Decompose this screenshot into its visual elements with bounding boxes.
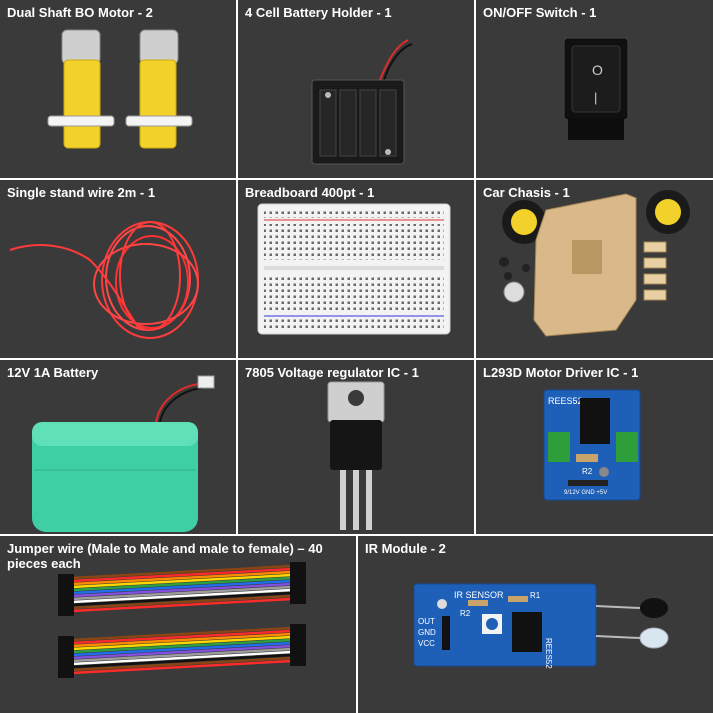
tile-motor-driver: L293D Motor Driver IC - 1 REES52 R2 9/12… (476, 360, 713, 534)
driver-power-text: 9/12V GND +5V (564, 490, 607, 496)
switch-off-symbol: | (594, 90, 597, 105)
tile-chassis: Car Chasis - 1 (476, 180, 713, 358)
tile-label: 7805 Voltage regulator IC - 1 (245, 365, 419, 380)
tile-wire: Single stand wire 2m - 1 (0, 180, 236, 358)
battery-pack-image (32, 375, 215, 532)
tile-label: Dual Shaft BO Motor - 2 (7, 5, 153, 20)
driver-r2-text: R2 (582, 467, 593, 476)
ir-title-text: IR SENSOR (454, 590, 504, 600)
tile-label: ON/OFF Switch - 1 (483, 5, 597, 20)
ir-pin-out: OUT (418, 617, 435, 626)
battery-holder-image (311, 39, 413, 165)
ir-r1-text: R1 (530, 591, 541, 600)
tile-label: Jumper wire (Male to Male and male to fe… (7, 541, 323, 571)
regulator-image (327, 381, 385, 530)
tile-battery: 12V 1A Battery (0, 360, 236, 534)
motor-left (47, 29, 115, 149)
motor-right (125, 29, 193, 149)
tile-label: 4 Cell Battery Holder - 1 (245, 5, 392, 20)
tile-label: IR Module - 2 (365, 541, 446, 556)
tile-ir-module: IR Module - 2 IR SENSOR R1 R2 REES52 OUT… (358, 536, 713, 713)
tile-label: 12V 1A Battery (7, 365, 99, 380)
breadboard-image (257, 203, 451, 335)
tile-breadboard: Breadboard 400pt - 1 (238, 180, 474, 358)
tile-switch: ON/OFF Switch - 1 O | (476, 0, 713, 178)
ir-pin-vcc: VCC (418, 639, 435, 648)
tile-battery-holder: 4 Cell Battery Holder - 1 (238, 0, 474, 178)
ir-module-image: IR SENSOR R1 R2 REES52 OUT GND VCC (413, 583, 669, 669)
bo-motor-image (47, 29, 193, 149)
ir-r2-text: R2 (460, 609, 471, 618)
motor-driver-image: REES52 R2 9/12V GND +5V (543, 389, 641, 501)
switch-on-symbol: O (592, 62, 603, 78)
ir-pin-gnd: GND (418, 628, 436, 637)
tile-regulator: 7805 Voltage regulator IC - 1 (238, 360, 474, 534)
tile-label: Breadboard 400pt - 1 (245, 185, 375, 200)
switch-image: O | (563, 37, 629, 140)
tile-label: L293D Motor Driver IC - 1 (483, 365, 639, 380)
tile-label: Car Chasis - 1 (483, 185, 570, 200)
tile-label: Single stand wire 2m - 1 (7, 185, 156, 200)
wire-coil-image (9, 221, 199, 339)
chassis-image (499, 190, 690, 337)
driver-brand-text: REES52 (548, 396, 583, 406)
tile-bo-motor: Dual Shaft BO Motor - 2 (0, 0, 236, 178)
tile-jumper-wires: Jumper wire (Male to Male and male to fe… (0, 536, 356, 713)
ir-brand-text: REES52 (544, 638, 553, 669)
jumper-wires-image (58, 562, 306, 678)
